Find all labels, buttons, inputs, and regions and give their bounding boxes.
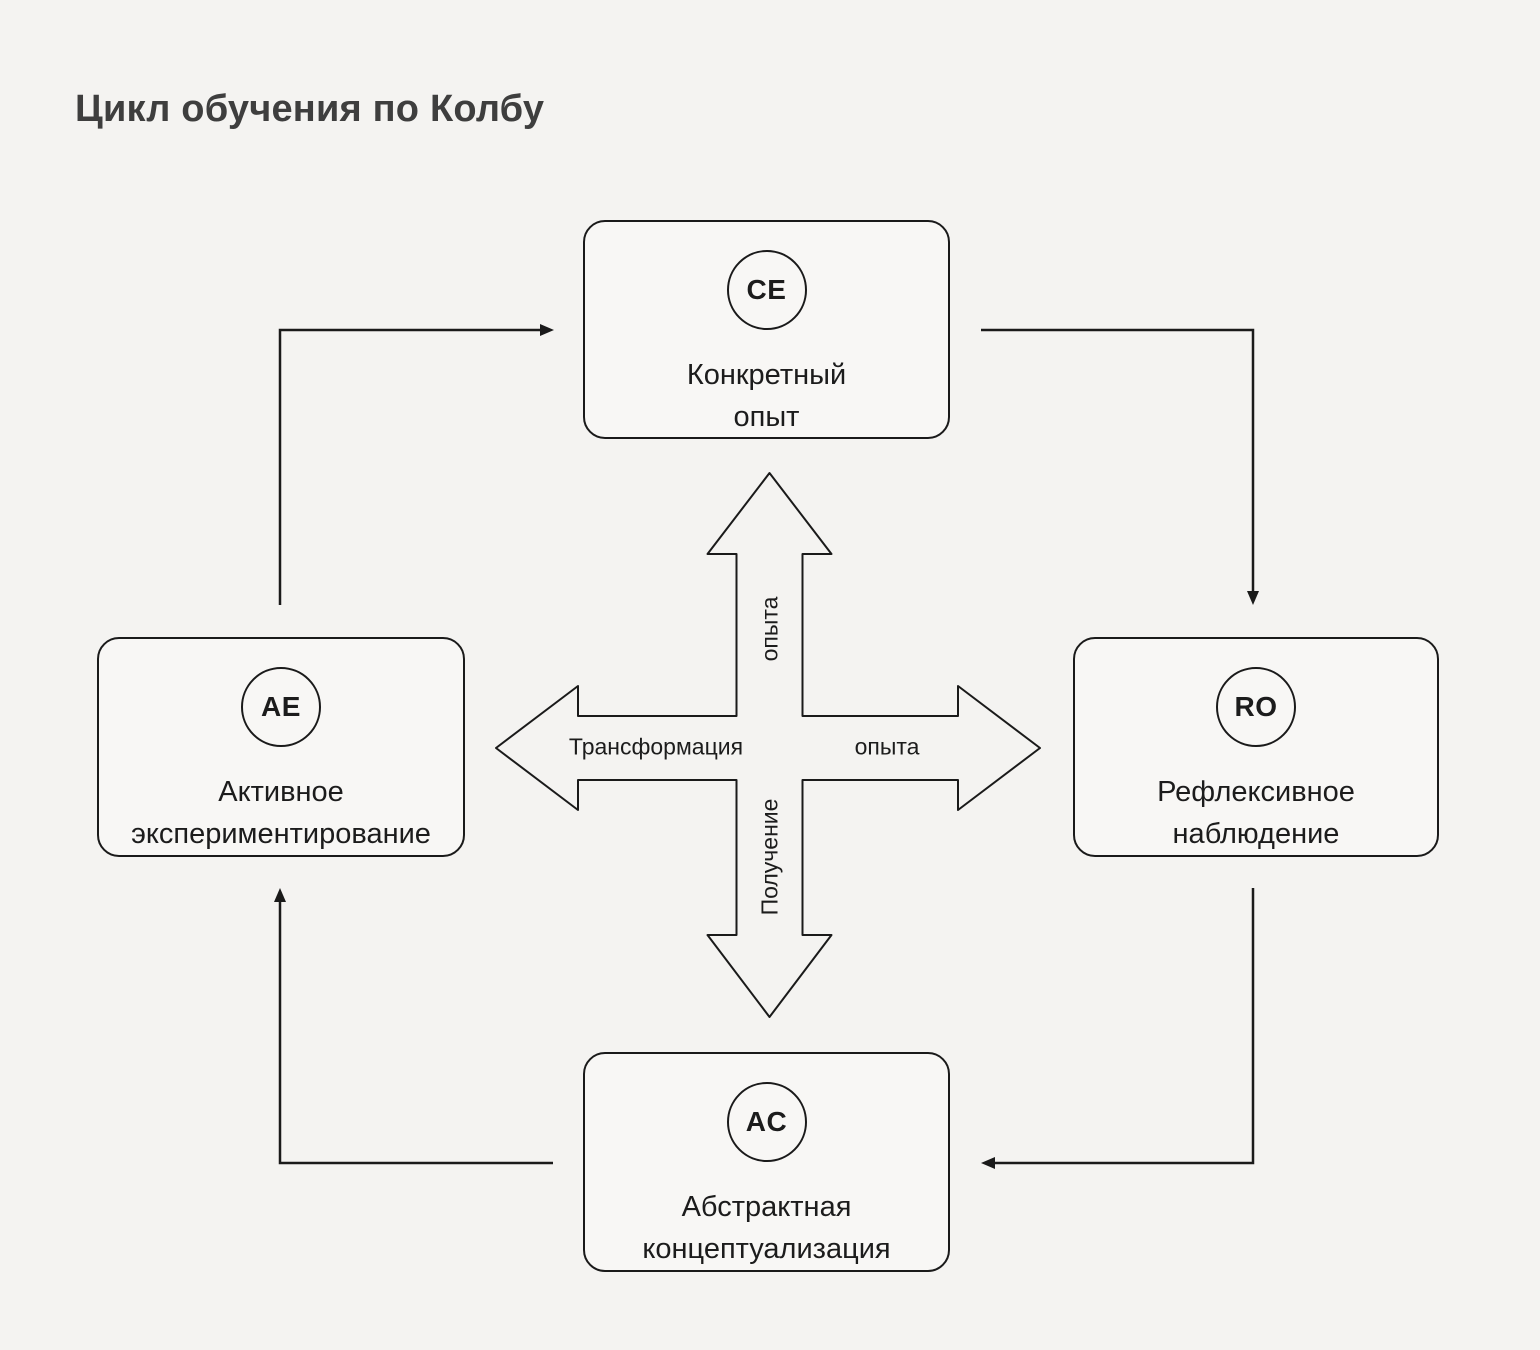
node-ae-label-line1: Активное [218, 776, 344, 808]
node-ro-label-line2: наблюдение [1172, 818, 1340, 850]
node-ac-label: Абстрактная концептуализация [642, 1186, 890, 1270]
arrow-ae-to-ce [278, 324, 554, 605]
node-abstract-conceptualization: AC Абстрактная концептуализация [583, 1052, 950, 1272]
node-ro-code: RO [1234, 691, 1278, 722]
arrow-ce-to-ro [981, 328, 1259, 605]
node-ro-label-line1: Рефлексивное [1157, 776, 1355, 808]
node-ce-code: CE [746, 274, 787, 305]
node-ac-label-line1: Абстрактная [681, 1191, 852, 1223]
page-title: Цикл обучения по Колбу [75, 88, 545, 130]
node-reflective-observation: RO Рефлексивное наблюдение [1073, 637, 1439, 857]
axis-label-transformation: Трансформация [568, 733, 744, 760]
node-ae-label: Активное экспериментирование [131, 771, 431, 855]
node-ce-badge: CE [726, 250, 807, 330]
node-ae-label-line2: экспериментирование [131, 818, 431, 850]
node-ro-label: Рефлексивное наблюдение [1157, 771, 1355, 855]
node-ce-label-line1: Конкретный [686, 359, 847, 391]
node-ro-badge: RO [1216, 667, 1296, 747]
node-ce-label: Конкретный опыт [687, 354, 846, 438]
axis-label-acquisition-object: опыта [756, 596, 783, 662]
arrow-ro-to-ac [981, 888, 1255, 1169]
axis-label-acquisition: Получение [756, 798, 783, 916]
node-ac-code: AC [745, 1106, 788, 1137]
node-ae-code: AE [261, 691, 301, 722]
node-ce-label-line2: опыт [733, 401, 800, 433]
four-way-arrow [495, 472, 1041, 1018]
node-concrete-experience: CE Конкретный опыт [583, 220, 950, 439]
node-ae-badge: AE [241, 667, 321, 747]
node-ac-label-line2: концептуализация [642, 1233, 891, 1265]
node-active-experimentation: AE Активное экспериментирование [97, 637, 465, 857]
node-ac-badge: AC [726, 1082, 807, 1162]
axis-label-transformation-object: опыта [854, 733, 920, 760]
arrow-ac-to-ae [274, 888, 553, 1165]
